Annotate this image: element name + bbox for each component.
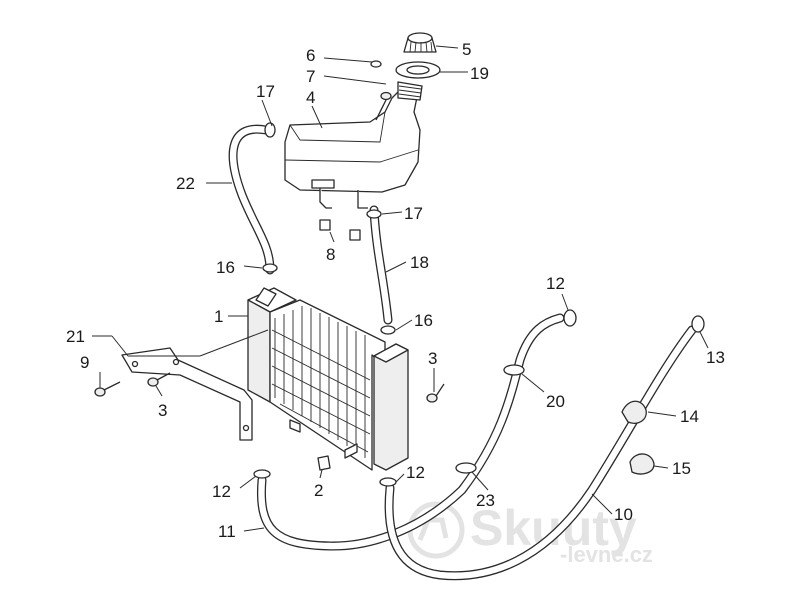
callout-8: 8 <box>326 245 335 264</box>
clamp-16-left <box>262 263 278 273</box>
callout-19: 19 <box>470 64 489 83</box>
callout-10: 10 <box>614 505 633 524</box>
hoses <box>228 124 697 581</box>
callout-3-left: 3 <box>158 401 167 420</box>
clamp-20 <box>503 364 525 376</box>
watermark: Skuuty -levne.cz <box>407 500 653 567</box>
hose-22 <box>228 124 275 275</box>
hose-10 <box>384 325 697 581</box>
callout-18: 18 <box>410 253 429 272</box>
cap-15 <box>629 453 655 475</box>
clamp-23 <box>455 462 477 474</box>
callout-2: 2 <box>314 481 323 500</box>
tank-screw-6 <box>370 60 382 68</box>
bolt-3-left <box>147 372 171 387</box>
clamp-12-top <box>563 309 577 327</box>
callout-12-top: 12 <box>546 274 565 293</box>
bracket-21 <box>121 347 253 441</box>
callout-22: 22 <box>176 174 195 193</box>
callout-labels: 17 4 6 7 5 19 22 17 8 16 18 16 1 21 9 3 … <box>66 40 725 541</box>
watermark-domain: -levne.cz <box>560 542 653 567</box>
callout-7: 7 <box>306 67 315 86</box>
expansion-tank <box>284 81 423 209</box>
watermark-brand: Skuuty <box>470 500 637 556</box>
callout-21: 21 <box>66 327 85 346</box>
callout-16-right: 16 <box>414 311 433 330</box>
clamp-12-right <box>379 477 397 487</box>
hose-clamps <box>253 122 705 487</box>
clamp-17-top <box>264 122 276 138</box>
callout-17-top: 17 <box>256 82 275 101</box>
clamp-17-bottom <box>366 209 382 219</box>
callout-6: 6 <box>306 46 315 65</box>
clip-2 <box>317 455 331 471</box>
hose-18 <box>369 205 393 325</box>
callout-11: 11 <box>218 522 236 541</box>
callout-13: 13 <box>706 348 725 367</box>
callout-12-right: 12 <box>406 463 425 482</box>
bolt-3-right <box>426 383 445 403</box>
leader-lines <box>92 45 709 532</box>
callout-9: 9 <box>80 353 89 372</box>
cap-seal-ring <box>395 61 441 79</box>
filler-neck-thread <box>398 85 422 98</box>
callout-3-right: 3 <box>428 349 437 368</box>
filler-cap <box>403 32 437 53</box>
clamp-13 <box>691 315 705 333</box>
clamp-16-right <box>380 325 396 335</box>
bolt-9 <box>94 381 121 397</box>
radiator <box>247 287 409 471</box>
clamp-12-left <box>253 469 271 479</box>
callout-23: 23 <box>476 491 495 510</box>
callout-12-left: 12 <box>212 482 231 501</box>
callout-5: 5 <box>462 40 471 59</box>
grommet-8 <box>319 219 361 241</box>
tank-screw-7 <box>375 91 392 121</box>
radiator-core-fins <box>271 306 371 458</box>
callout-4: 4 <box>306 88 315 107</box>
callout-16-left: 16 <box>216 258 235 277</box>
cap-14 <box>621 400 647 424</box>
callout-14: 14 <box>680 407 699 426</box>
callout-20: 20 <box>546 392 565 411</box>
hose-11 <box>256 313 565 551</box>
callout-15: 15 <box>672 459 691 478</box>
callout-17-right: 17 <box>404 204 423 223</box>
callout-1: 1 <box>214 307 223 326</box>
